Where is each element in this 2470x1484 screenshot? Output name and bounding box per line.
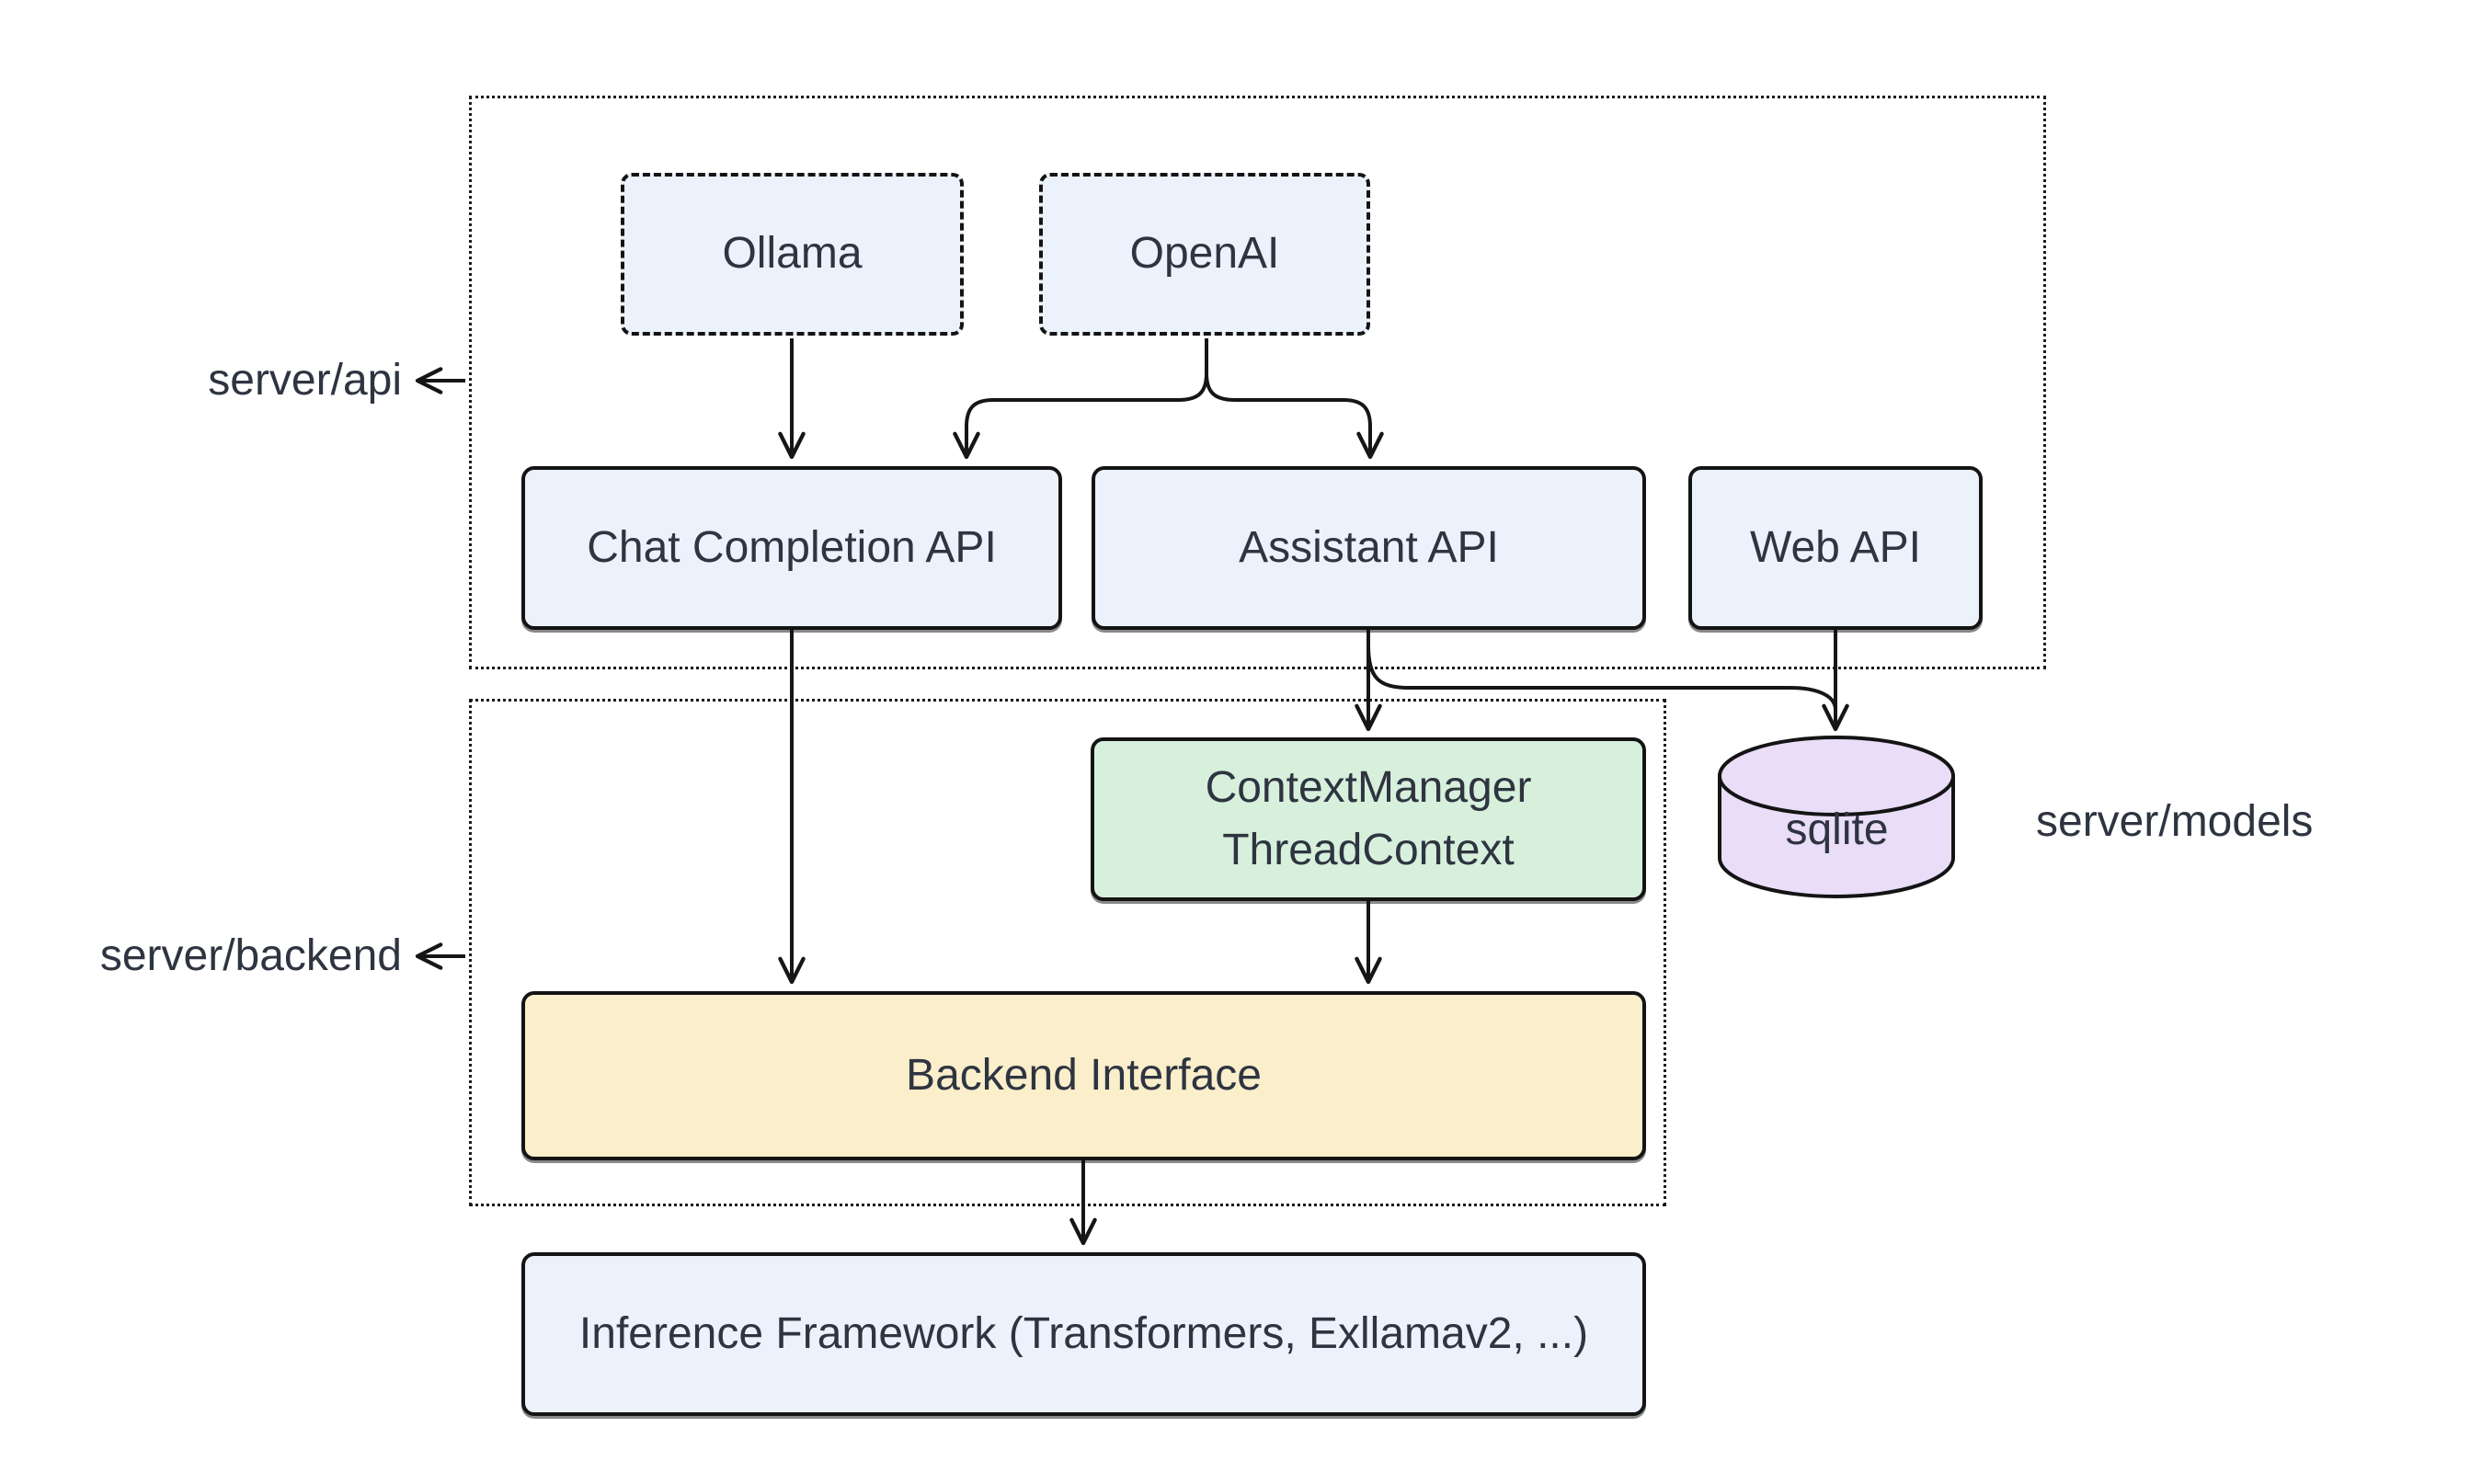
node-inference-framework-label: Inference Framework (Transformers, Exlla…: [578, 1308, 1589, 1358]
node-assistant-api-label: Assistant API: [1239, 522, 1499, 572]
group-label-server-models: server/models: [2036, 797, 2314, 846]
node-chat-completion-api: Chat Completion API: [521, 466, 1062, 630]
node-backend-interface-label: Backend Interface: [906, 1050, 1262, 1100]
group-label-server-api: server/api: [208, 356, 402, 405]
node-sqlite-label: sqlite: [1785, 805, 1889, 854]
group-server-api: [469, 96, 2046, 669]
node-openai-label: OpenAI: [1129, 229, 1280, 279]
node-openai: OpenAI: [1039, 173, 1370, 336]
node-web-api-label: Web API: [1750, 522, 1921, 572]
node-inference-framework: Inference Framework (Transformers, Exlla…: [521, 1252, 1646, 1416]
node-web-api: Web API: [1688, 466, 1983, 630]
node-context-manager: ContextManager ThreadContext: [1091, 737, 1646, 901]
node-ollama: Ollama: [621, 173, 964, 336]
node-ollama-label: Ollama: [722, 229, 863, 279]
node-backend-interface: Backend Interface: [521, 991, 1646, 1160]
node-context-manager-label-line1: ContextManager: [1205, 762, 1532, 812]
group-server-backend: [469, 699, 1666, 1206]
node-context-manager-label-line2: ThreadContext: [1222, 826, 1515, 874]
node-chat-completion-api-label: Chat Completion API: [587, 522, 997, 572]
group-label-server-backend: server/backend: [99, 931, 402, 980]
node-assistant-api: Assistant API: [1092, 466, 1646, 630]
